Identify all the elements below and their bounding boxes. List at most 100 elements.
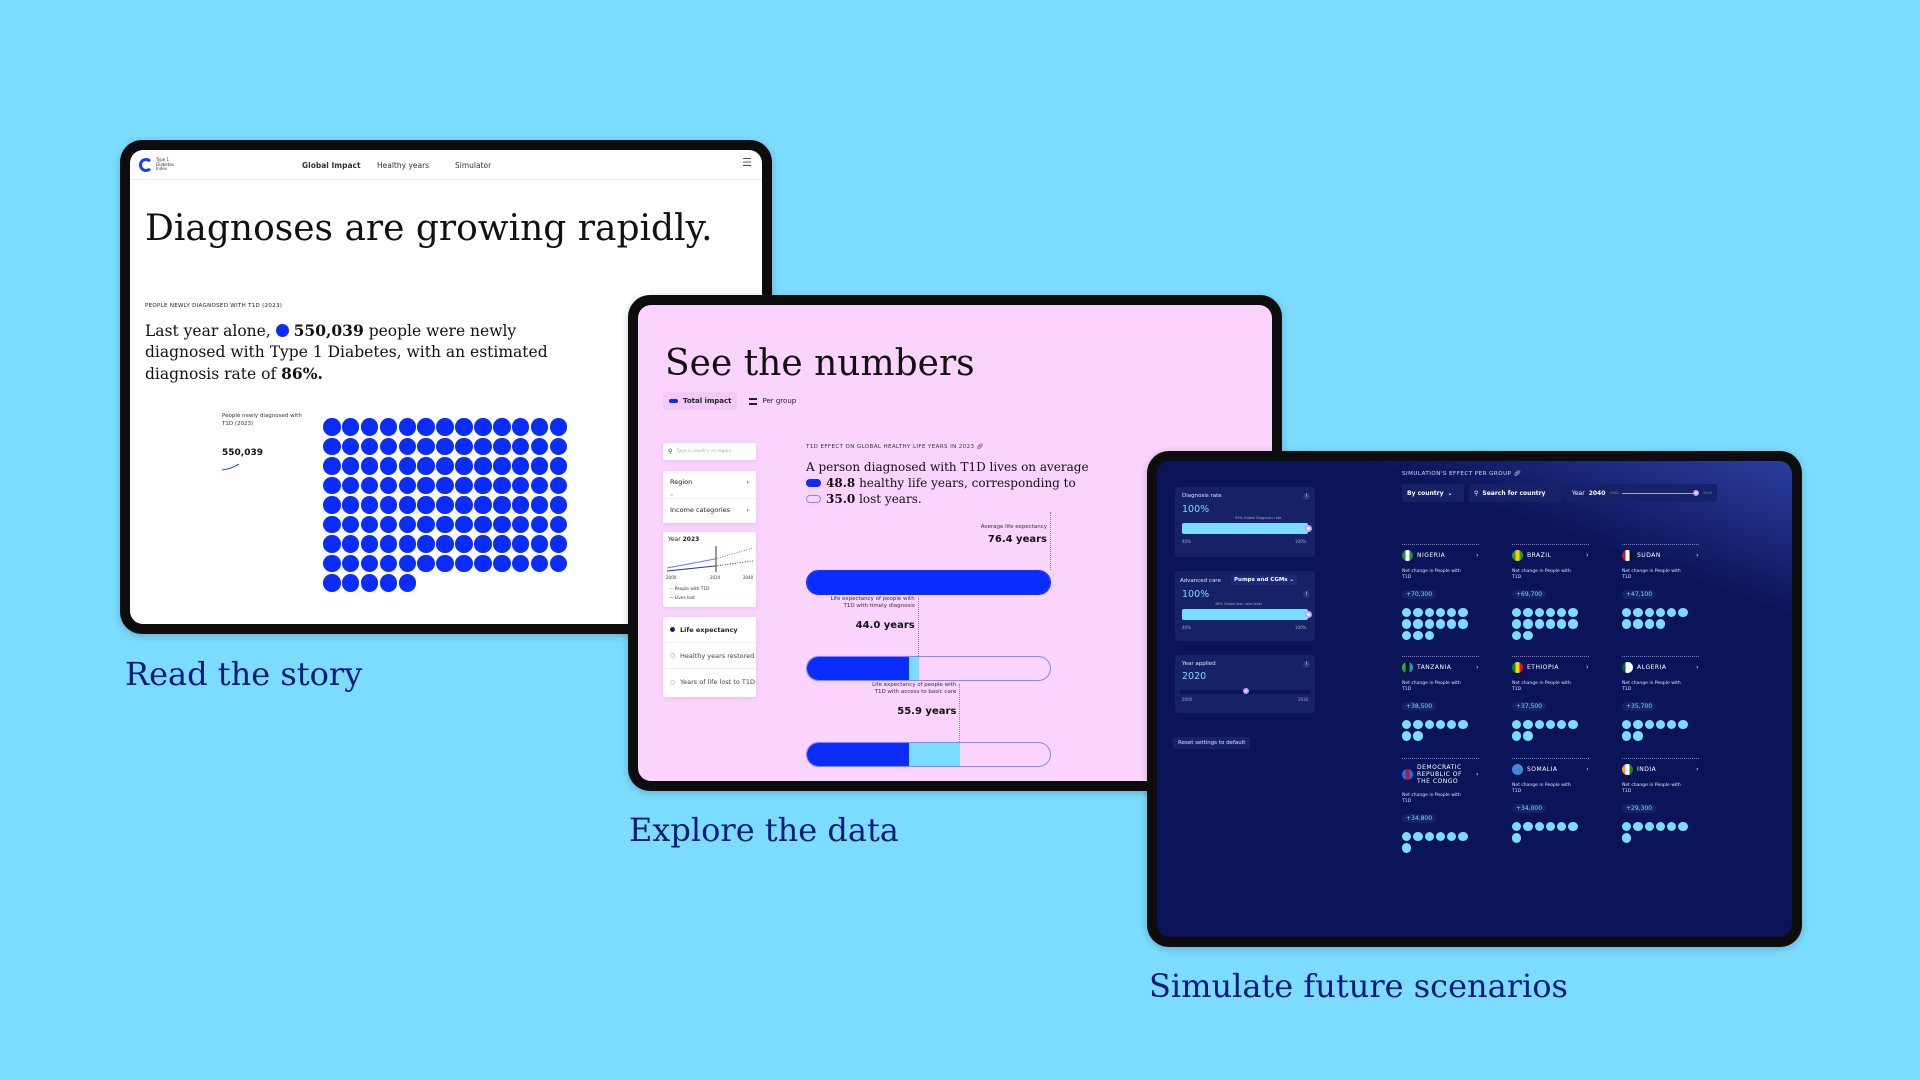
diagnosis-dot — [379, 535, 398, 553]
chevron-right-icon: › — [1586, 766, 1589, 773]
diagnosis-dot — [530, 515, 549, 533]
tab-per-group[interactable]: Per group — [743, 392, 802, 410]
people-dot — [1512, 608, 1522, 618]
diagnosis-dot — [493, 554, 511, 572]
people-dot — [1557, 720, 1567, 730]
people-dots — [1512, 822, 1589, 843]
country-card[interactable]: ALGERIA›Net change in People with T1D+35… — [1622, 656, 1699, 741]
year-mini-chart[interactable] — [663, 544, 756, 574]
net-change-value: +29,300 — [1622, 804, 1657, 813]
diagnosis-dot — [455, 457, 473, 475]
people-dot — [1413, 832, 1423, 842]
people-dots — [1512, 608, 1589, 640]
link-icon[interactable]: 🔗︎ — [1513, 471, 1522, 477]
diagnosis-dot — [530, 418, 549, 436]
diagnosis-dot — [323, 515, 341, 533]
nav-simulator[interactable]: Simulator — [455, 161, 492, 170]
slider-handle[interactable] — [1305, 525, 1312, 532]
diagnosis-dot — [549, 515, 568, 533]
net-change-value: +35,700 — [1622, 702, 1657, 711]
diagnosis-dot — [530, 496, 549, 514]
diagnosis-dot — [530, 554, 549, 572]
diagnosis-dot — [398, 437, 417, 455]
people-dot — [1622, 822, 1632, 832]
diagnosis-dot — [323, 535, 341, 553]
net-change-value: +34,800 — [1402, 814, 1437, 823]
filter-income[interactable]: Income categories› — [663, 499, 756, 521]
country-card[interactable]: INDIA›Net change in People with T1D+29,3… — [1622, 758, 1699, 843]
info-icon[interactable]: i — [1303, 661, 1310, 668]
country-card[interactable]: SOMALIA›Net change in People with T1D+34… — [1512, 758, 1589, 843]
summary-paragraph: A person diagnosed with T1D lives on ave… — [806, 459, 1089, 507]
tab-total-impact[interactable]: Total impact — [663, 392, 738, 410]
people-dot — [1413, 720, 1423, 730]
country-name: INDIA — [1637, 766, 1657, 773]
metric-radio[interactable]: Life expectancy — [663, 617, 756, 643]
reset-button[interactable]: Reset settings to default — [1173, 737, 1251, 749]
slider-handle[interactable] — [1693, 489, 1700, 496]
diagnosis-dot — [549, 437, 568, 455]
year-legend: — People with T1D — Lives lost — [669, 587, 710, 601]
net-change-label: Net change in People with T1D — [1402, 569, 1461, 580]
diagnosis-slider[interactable] — [1182, 523, 1312, 534]
people-dot — [1435, 619, 1446, 629]
card-label: Advanced care — [1180, 578, 1221, 584]
filter-region[interactable]: Region › — [663, 471, 756, 493]
radio-icon — [670, 653, 675, 658]
diagnosis-dot — [455, 418, 473, 436]
care-slider[interactable] — [1182, 609, 1312, 620]
country-card[interactable]: BRAZIL›Net change in People with T1D+69,… — [1512, 544, 1589, 640]
bar-segment-restored — [909, 657, 919, 680]
group-by-select[interactable]: By country⌄ — [1402, 484, 1464, 502]
slider-handle[interactable] — [1305, 611, 1312, 618]
slider-handle[interactable] — [1243, 688, 1249, 694]
diagnosis-dot — [549, 535, 568, 553]
country-card[interactable]: ETHIOPIA›Net change in People with T1D+3… — [1512, 656, 1589, 741]
people-dot — [1557, 619, 1567, 629]
diagnosis-dot — [436, 496, 454, 514]
people-dot — [1622, 608, 1632, 618]
menu-icon[interactable]: ☰ — [742, 156, 752, 169]
people-dot — [1458, 608, 1468, 618]
info-icon[interactable]: i — [1303, 591, 1310, 598]
year-slider[interactable] — [1180, 688, 1310, 694]
logo-icon[interactable] — [139, 158, 153, 172]
filter-label: Region — [670, 478, 693, 486]
country-card[interactable]: DEMOCRATIC REPUBLIC OF THE CONGO›Net cha… — [1402, 758, 1479, 853]
country-card[interactable]: SUDAN›Net change in People with T1D+47,1… — [1622, 544, 1699, 629]
care-select[interactable]: Pumps and CGMs ⌄ — [1231, 575, 1298, 585]
nav-global-impact[interactable]: Global Impact — [302, 161, 361, 170]
search-input[interactable]: ⚲Type a country or region — [663, 443, 756, 460]
metric-radio[interactable]: Healthy years restored — [663, 643, 756, 669]
diagnosis-dot — [398, 496, 417, 514]
diagnosis-dot — [341, 515, 360, 533]
page-title: Diagnoses are growing rapidly. — [145, 208, 713, 249]
people-dot — [1402, 619, 1412, 629]
country-card[interactable]: TANZANIA›Net change in People with T1D+3… — [1402, 656, 1479, 741]
people-dot — [1523, 731, 1533, 741]
diagnosis-dot — [323, 418, 341, 436]
country-search-input[interactable]: ⚲Search for country — [1469, 484, 1561, 502]
diagnosis-dot — [436, 515, 454, 533]
filter-card: Region› or Income categories› — [663, 471, 756, 523]
caption-simulate[interactable]: Simulate future scenarios — [1149, 967, 1568, 1005]
nav-healthy-years[interactable]: Healthy years — [377, 161, 430, 170]
metric-label: Years of life lost to T1D — [680, 678, 755, 686]
metric-radio[interactable]: Years of life lost to T1D — [663, 669, 756, 695]
diagnosis-dot — [417, 496, 435, 514]
radio-icon — [670, 627, 675, 632]
diagnosis-dot — [530, 535, 549, 553]
people-dot — [1667, 608, 1677, 618]
country-card[interactable]: NIGERIA›Net change in People with T1D+70… — [1402, 544, 1479, 640]
chevron-right-icon: › — [746, 478, 749, 486]
group-icon — [749, 397, 758, 405]
link-icon[interactable]: 🔗︎ — [976, 444, 984, 450]
caption-read-story[interactable]: Read the story — [125, 655, 363, 693]
chevron-right-icon: › — [1476, 664, 1479, 671]
year-range-slider[interactable] — [1622, 489, 1700, 496]
caption-explore-data[interactable]: Explore the data — [629, 811, 899, 849]
people-dot — [1633, 822, 1643, 832]
info-icon[interactable]: i — [1303, 493, 1310, 500]
diagnosis-dot — [341, 457, 360, 475]
people-dot — [1424, 608, 1434, 618]
